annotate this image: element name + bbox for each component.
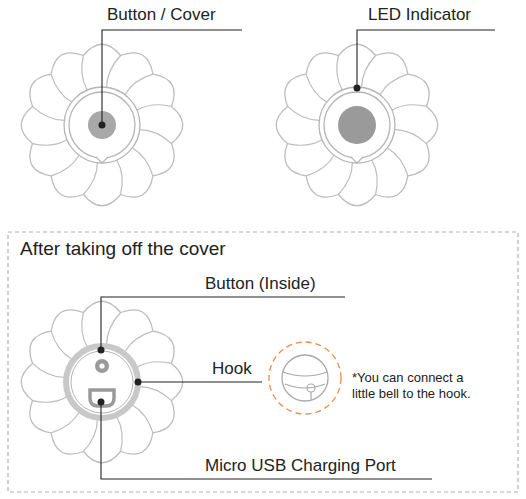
petal-line [83, 163, 97, 195]
petal-line [140, 130, 172, 144]
petal-line [107, 56, 121, 88]
petal-line [137, 105, 172, 110]
petal-line [117, 160, 122, 195]
petal-line [362, 56, 376, 88]
petal-line [338, 163, 352, 195]
petal-line [395, 130, 427, 144]
petal-line [337, 56, 342, 91]
section-heading: After taking off the cover [20, 238, 226, 260]
part-label: Hook [212, 359, 252, 379]
petal-line [107, 313, 121, 345]
part-label: Button / Cover [107, 5, 216, 25]
petal-line [288, 106, 320, 120]
bell [269, 342, 341, 414]
note-text: *You can connect a little bell to the ho… [352, 370, 480, 402]
petal-line [306, 155, 334, 176]
led-center [319, 87, 395, 163]
petal-line [140, 387, 172, 401]
petal-line [33, 106, 65, 120]
petal-line [82, 56, 87, 91]
petal-line [33, 140, 68, 145]
petal-line [51, 412, 79, 433]
petal-line [288, 140, 323, 145]
petal-line [392, 105, 427, 110]
part-label: Micro USB Charging Port [205, 456, 396, 476]
petal-line [380, 74, 408, 95]
petal-line [82, 313, 87, 348]
petal-line [132, 405, 153, 433]
petal-line [125, 74, 153, 95]
petal-line [132, 148, 153, 176]
petal-line [372, 160, 377, 195]
petal-line [306, 74, 327, 102]
part-label: Button (Inside) [205, 274, 316, 294]
petal-line [51, 74, 72, 102]
petal-line [117, 417, 122, 452]
petal-line [51, 331, 72, 359]
inner-body [66, 346, 138, 418]
dashed-frame [8, 232, 518, 492]
petal-line [387, 148, 408, 176]
petal-line [137, 362, 172, 367]
petal-line [83, 420, 97, 452]
petal-line [125, 331, 153, 352]
petal-line [33, 363, 65, 377]
petal-line [51, 155, 79, 176]
petal-line [33, 397, 68, 402]
part-label: LED Indicator [368, 5, 471, 25]
